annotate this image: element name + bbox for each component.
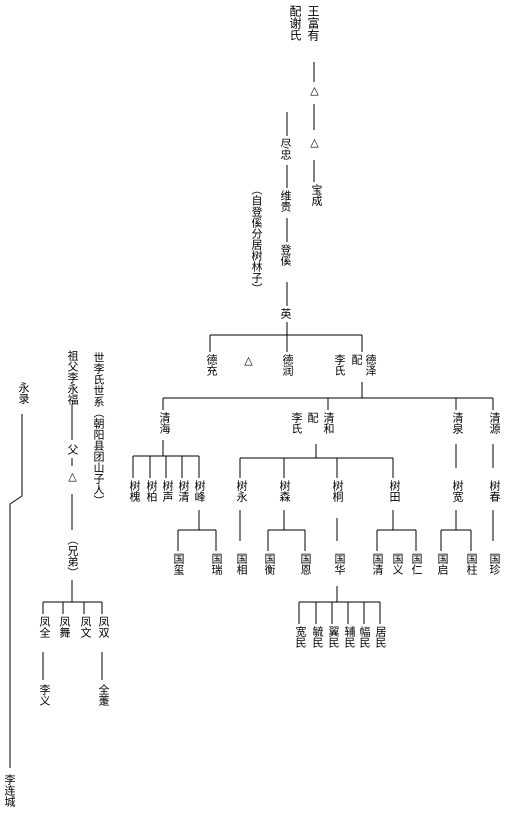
brothers-label: （兄弟） <box>66 534 79 578</box>
connector-line <box>9 495 23 505</box>
qinghe-spouse-pei: 配 <box>306 412 319 423</box>
unknown-mark-de: △ <box>242 354 255 367</box>
person-qinghe: 清和 <box>322 412 335 434</box>
person-quanqin: 全萐 <box>97 684 110 706</box>
person-fengquan: 凤全 <box>38 616 51 638</box>
person-derun: 德润 <box>281 354 294 376</box>
person-guohua: 国华 <box>333 553 346 575</box>
person-guoqi: 国启 <box>436 553 449 575</box>
person-jumin: 居民 <box>374 626 387 648</box>
person-guoyi: 国义 <box>391 553 404 575</box>
person-dechong: 德充 <box>205 354 218 376</box>
person-shubai: 树柏 <box>145 480 158 502</box>
person-qingyuan: 清源 <box>488 412 501 434</box>
person-guoren: 国仁 <box>410 553 423 575</box>
person-guoxi: 国玺 <box>172 553 185 575</box>
person-guoqing: 国清 <box>371 553 384 575</box>
person-shuchun: 树春 <box>488 480 501 502</box>
person-shusen: 树森 <box>278 480 291 502</box>
person-fumin2: 幅民 <box>358 626 371 648</box>
person-lilianchen: 李连城 <box>3 774 16 807</box>
person-guoheng: 国衡 <box>263 553 276 575</box>
son-baocheng: 宝成 <box>310 184 323 206</box>
son-jinzhong: 尽忠 <box>279 138 292 160</box>
person-shuyong: 树永 <box>235 480 248 502</box>
unknown-mark-left: △ <box>66 470 79 483</box>
founder-spouse: 配谢氏 <box>288 5 302 41</box>
person-yonglu: 永录 <box>17 382 30 404</box>
person-father: 父 <box>66 444 79 455</box>
person-guozhen: 国珍 <box>488 553 501 575</box>
person-fengwen: 凤文 <box>79 616 92 638</box>
gen-weigui: 维贵 <box>279 190 292 212</box>
person-shuhuai: 树槐 <box>128 480 141 502</box>
person-deze: 德泽 <box>364 354 377 376</box>
person-qinghai: 清海 <box>158 412 171 434</box>
person-fengshuang: 凤双 <box>97 616 110 638</box>
person-yimin: 翼民 <box>327 626 340 648</box>
person-fengwu: 凤舞 <box>58 616 71 638</box>
dez-spouse-pei: 配 <box>350 354 363 365</box>
person-shuqing: 树清 <box>177 480 190 502</box>
person-shutong: 树桐 <box>331 480 344 502</box>
person-shutian: 树田 <box>388 480 401 502</box>
unknown-mark-2: △ <box>308 136 321 149</box>
note-shulinzi: （自登傒分居树林子） <box>250 184 263 294</box>
dez-spouse-li: 李氏 <box>333 354 346 376</box>
person-kuanmin: 宽民 <box>294 626 307 648</box>
left-branch-title: 世李氏世系（朝阳县团山子人） <box>92 352 105 506</box>
person-guoxiang: 国相 <box>235 553 248 575</box>
person-liyi: 李义 <box>38 684 51 706</box>
gen-ying: 英 <box>279 308 292 319</box>
person-qingquan: 清泉 <box>451 412 464 434</box>
person-guozhu: 国柱 <box>465 553 478 575</box>
gen-dengkui: 登傒 <box>279 244 292 266</box>
founder-name: 王富有 <box>306 5 320 41</box>
unknown-mark-1: △ <box>308 84 321 97</box>
person-shukuan: 树宽 <box>451 480 464 502</box>
person-guorui: 国瑞 <box>210 553 223 575</box>
person-yumin: 毓民 <box>311 626 324 648</box>
qinghe-spouse-li: 李氏 <box>290 412 303 434</box>
person-grandfather: 祖父李永福 <box>66 350 79 405</box>
person-guoen: 国恩 <box>299 553 312 575</box>
person-shusheng: 树声 <box>161 480 174 502</box>
person-fumin: 辅民 <box>343 626 356 648</box>
person-shufeng: 树峰 <box>193 480 206 502</box>
